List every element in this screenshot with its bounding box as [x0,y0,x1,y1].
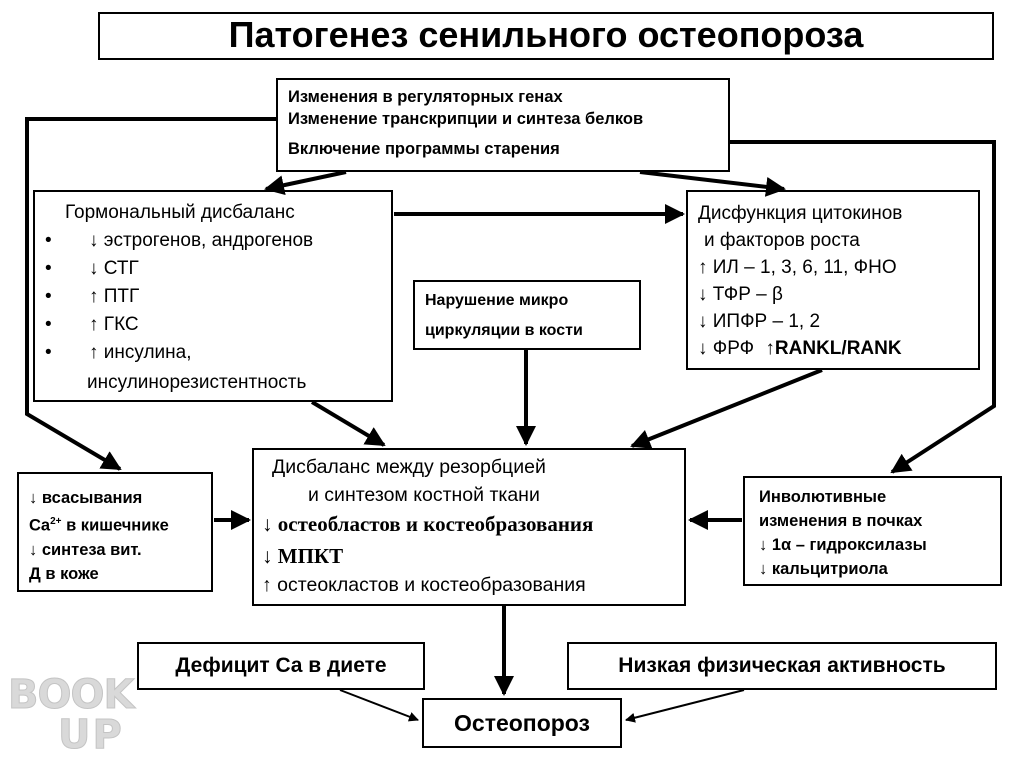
arrow-genes-to-hormonal [264,170,347,196]
arrow-deficit-to-osteoporosis [339,689,419,722]
intestine-box: ↓ всасывания Ca2+ в кишечнике ↓ синтеза … [17,472,213,592]
kidneys-line-4: ↓ кальцитриола [759,560,888,578]
hormonal-list: • ↓ эстрогенов, андрогенов • ↓ СТГ • ↑ П… [45,230,313,370]
cytokines-item: ↓ ИПФР – 1, 2 [698,311,821,332]
intestine-line-2: Ca2+ в кишечнике [29,510,211,538]
bullet-icon: • [45,342,52,363]
arrow-genes-to-cytokines [639,170,786,197]
hormonal-item: • ↑ инсулина, [45,342,313,370]
arrow-genes-to-kidneys [730,140,996,474]
title-box: Патогенез сенильного остеопороза [98,12,994,60]
intestine-line-2-rest: в кишечнике [61,516,169,535]
microcirculation-line-2: циркуляции в кости [425,322,583,339]
imbalance-line-2: и синтезом костной ткани [308,484,540,506]
arrow-activity-to-osteoporosis [625,689,745,723]
cytokines-box: Дисфункция цитокинов и факторов роста ↑ … [686,190,980,370]
genes-box: Изменения в регуляторных генах Изменение… [276,78,730,172]
hormonal-item-text: ↑ инсулина, [89,342,192,363]
cytokines-item: ↑ ИЛ – 1, 3, 6, 11, ФНО [698,257,897,278]
kidneys-line-3: ↓ 1α – гидроксилазы [759,536,927,554]
imbalance-line-1: Дисбаланс между резорбцией [272,456,546,478]
page-title: Патогенез сенильного остеопороза [228,14,864,55]
hormonal-continuation: инсулинорезистентность [87,372,307,393]
rankl-rank-label: ↑RANKL/RANK [765,338,902,359]
cytokines-ffr: ↓ ФРФ [698,338,755,359]
imbalance-box: Дисбаланс между резорбцией и синтезом ко… [252,448,686,606]
hormonal-box: Гормональный дисбаланс • ↓ эстрогенов, а… [33,190,393,402]
bullet-icon: • [45,286,52,307]
hormonal-item: • ↓ СТГ [45,258,313,286]
calcium-deficit-label: Дефицит Ca в диете [175,654,387,677]
cytokines-item: ↓ ТФР – β [698,284,783,305]
hormonal-item-text: ↓ эстрогенов, андрогенов [89,230,314,251]
calcium-symbol: Ca [29,516,51,535]
watermark-top: BOOK [8,672,135,719]
cytokines-line-1: Дисфункция цитокинов [698,203,903,224]
bullet-icon: • [45,314,52,335]
genes-line-1: Изменения в регуляторных генах [288,88,563,106]
hormonal-item-text: ↓ СТГ [89,258,139,279]
osteoporosis-label: Остеопороз [454,710,590,736]
imbalance-line-4: ↓ МПКТ [262,544,344,568]
kidneys-line-1: Инволютивные [759,488,887,506]
hormonal-item: • ↑ ПТГ [45,286,313,314]
arrow-hormonal-to-imbalance [310,400,386,447]
low-activity-label: Низкая физическая активность [618,654,946,677]
low-activity-box: Низкая физическая активность [567,642,997,690]
arrow-cytokines-to-imbalance [630,368,823,449]
hormonal-heading: Гормональный дисбаланс [65,202,295,223]
kidneys-line-2: изменения в почках [759,512,923,530]
calcium-charge: 2+ [50,516,62,527]
calcium-deficit-box: Дефицит Ca в диете [137,642,425,690]
cytokines-line-2: и факторов роста [704,230,860,251]
intestine-line-1: ↓ всасывания [29,489,143,507]
microcirculation-box: Нарушение микро циркуляции в кости [413,280,641,350]
hormonal-item-text: ↑ ГКС [89,314,139,335]
intestine-line-4: Д в коже [29,564,99,583]
hormonal-item-text: ↑ ПТГ [89,286,140,307]
kidneys-box: Инволютивные изменения в почках ↓ 1α – г… [743,476,1002,586]
bullet-icon: • [45,230,52,251]
bullet-icon: • [45,258,52,279]
imbalance-line-3: ↓ остеобластов и костеобразования [262,512,594,536]
microcirculation-line-1: Нарушение микро [425,292,569,309]
hormonal-item: • ↓ эстрогенов, андрогенов [45,230,313,258]
imbalance-line-5: ↑ остеокластов и костеобразования [262,574,586,596]
intestine-line-3: ↓ синтеза вит. [29,540,142,559]
watermark-bottom: UP [58,712,124,759]
genes-line-2: Изменение транскрипции и синтеза белков [288,110,644,128]
hormonal-item: • ↑ ГКС [45,314,313,342]
osteoporosis-box: Остеопороз [422,698,622,748]
genes-line-3: Включение программы старения [288,140,560,158]
cytokines-item-last: ↓ ФРФ ↑RANKL/RANK [698,335,978,362]
arrow-genes-to-intestine [25,117,276,471]
